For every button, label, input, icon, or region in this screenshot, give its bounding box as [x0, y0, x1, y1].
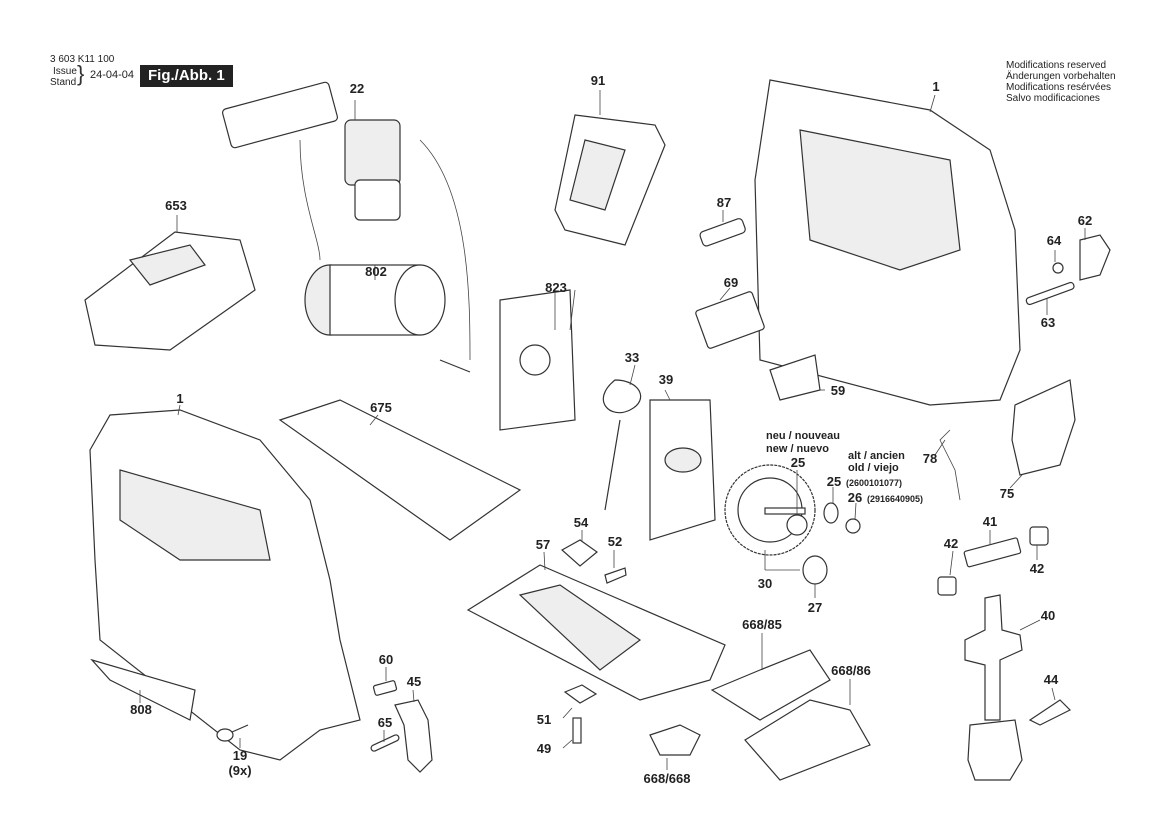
label-668-668: 668/668: [643, 771, 691, 786]
part25-old-number: (2600101077): [846, 478, 903, 488]
label-40: 40: [1040, 608, 1056, 623]
stand-label: Stand: [50, 77, 77, 88]
label-69: 69: [723, 275, 739, 290]
label-91: 91: [590, 73, 606, 88]
label-51: 51: [536, 712, 552, 727]
blade-guide-drawing: [370, 667, 433, 773]
label-49: 49: [536, 741, 552, 756]
modifications-fr: Modifications resérvées: [1006, 82, 1112, 93]
label-668-86: 668/86: [831, 663, 871, 678]
brace: }: [77, 61, 85, 86]
charger-drawing: [84, 215, 256, 351]
label-57: 57: [535, 537, 551, 552]
label-19: 19: [232, 748, 248, 763]
shaft-nuts-drawing: [937, 526, 1049, 596]
screw-drawing: [216, 724, 249, 748]
label-75: 75: [999, 486, 1015, 501]
cover-drawing: [278, 399, 522, 541]
label-63: 63: [1040, 315, 1056, 330]
note-new-line1: neu / nouveau: [766, 430, 840, 442]
note-old-line2: old / viejo: [848, 462, 899, 474]
label-25-old: 25: [826, 474, 842, 489]
label-27: 27: [807, 600, 823, 615]
seal-plate-drawing: [649, 389, 716, 541]
label-25-new: 25: [790, 455, 806, 470]
label-1-housing-left: 1: [176, 391, 184, 406]
note-new-line2: new / nuevo: [766, 443, 829, 455]
label-39: 39: [658, 372, 674, 387]
plate-drawing: [499, 289, 576, 431]
blade-drawing: [90, 658, 196, 721]
label-41: 41: [982, 514, 998, 529]
spring-clip-drawing: [602, 364, 642, 511]
eccentric-drawing: [786, 470, 861, 536]
lens-drawing: [699, 210, 746, 247]
spring-sheet-drawing: [769, 354, 825, 401]
base-plate-drawing: [466, 551, 726, 701]
label-60: 60: [378, 652, 394, 667]
modifications-es: Salvo modificaciones: [1006, 93, 1100, 104]
label-62: 62: [1077, 213, 1093, 228]
plunger-drawing: [964, 594, 1041, 781]
part26-number: (2916640905): [867, 494, 924, 504]
housing-left-drawing: [89, 404, 361, 761]
label-59: 59: [830, 383, 846, 398]
issue-label: Issue: [53, 66, 77, 77]
label-30: 30: [757, 576, 773, 591]
washer-screw-drawing: [562, 684, 598, 749]
label-808: 808: [130, 702, 152, 717]
label-22: 22: [349, 81, 365, 96]
part-number: 3 603 K11 100: [50, 54, 115, 65]
figure-title: Fig./Abb. 1: [140, 65, 233, 87]
guard-drawing: [1009, 379, 1076, 489]
label-26: 26: [847, 490, 863, 505]
battery-drawing: [554, 90, 666, 246]
label-87: 87: [716, 195, 732, 210]
lock-lever-drawing: [649, 724, 701, 770]
label-42-left: 42: [943, 536, 959, 551]
housing-right-drawing: [754, 79, 1021, 406]
label-668-85: 668/85: [742, 617, 782, 632]
switch-slider-drawing: [695, 287, 765, 349]
bushing-drawing: [802, 555, 828, 598]
shoe-drawing: [710, 633, 871, 781]
note-old-line1: alt / ancien: [848, 450, 905, 462]
wire-spring-drawing: [934, 429, 961, 501]
label-823: 823: [545, 280, 567, 295]
label-802: 802: [365, 264, 387, 279]
label-19-qty: (9x): [228, 763, 252, 778]
label-65: 65: [377, 715, 393, 730]
modifications-de: Änderungen vorbehalten: [1006, 71, 1116, 82]
label-653: 653: [165, 198, 187, 213]
label-675: 675: [370, 400, 392, 415]
switch-wiring-drawing: [221, 81, 471, 361]
pad-clip-drawing: [560, 530, 627, 584]
motor-drawing: [304, 264, 471, 373]
lever-pin-drawing: [1025, 228, 1111, 315]
clamp-drawing: [1028, 687, 1072, 726]
label-44: 44: [1043, 672, 1059, 687]
label-45: 45: [406, 674, 422, 689]
modifications-en: Modifications reserved: [1006, 60, 1107, 71]
label-33: 33: [624, 350, 640, 365]
label-64: 64: [1046, 233, 1062, 248]
issue-date: 24-04-04: [90, 69, 135, 81]
label-78: 78: [922, 451, 938, 466]
label-52: 52: [607, 534, 623, 549]
label-1-housing-right: 1: [932, 79, 940, 94]
label-42-right: 42: [1029, 561, 1045, 576]
label-54: 54: [573, 515, 589, 530]
